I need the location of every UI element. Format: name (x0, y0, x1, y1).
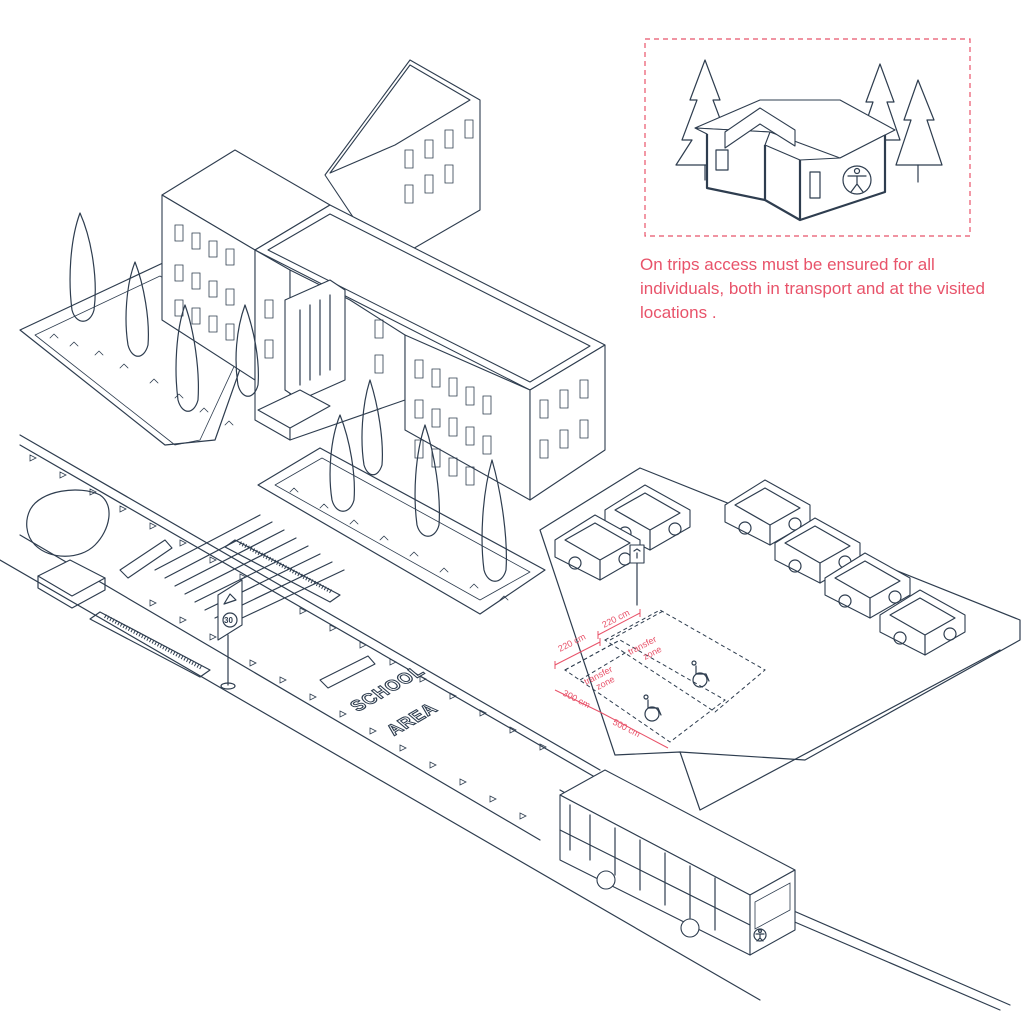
car-icon (879, 589, 966, 656)
accessibility-icon (842, 165, 872, 195)
building-windows (174, 119, 589, 486)
tree-icon (414, 424, 440, 537)
road: SCHOOL AREA (0, 434, 1011, 1011)
speed-limit-sign: 30 (217, 579, 243, 690)
tree-icon (329, 414, 355, 512)
accessible-parking: 220 cm 220 cm 300 cm 500 cm transfer zon… (554, 544, 766, 749)
speed-limit-value: 30 (224, 616, 233, 625)
accessible-lodge (694, 99, 896, 222)
tree-icon (481, 459, 507, 582)
trees (26, 212, 509, 609)
speed-bump (119, 539, 173, 579)
car-icon (724, 479, 811, 546)
car-icon (824, 552, 911, 619)
wheelchair-icon (643, 694, 662, 722)
tree-icon (69, 212, 96, 322)
tree-icon (361, 379, 383, 476)
parking-depth-side: 500 cm (611, 717, 642, 739)
accessibility-icon (753, 928, 767, 942)
parked-cars (554, 479, 966, 656)
parking-width-right: 220 cm (600, 607, 631, 629)
tree-icon (125, 261, 149, 357)
school-building (161, 59, 606, 501)
bus-icon (559, 769, 796, 956)
accessibility-caption: On trips access must be ensured for all … (640, 255, 985, 322)
road-marking-area: AREA (381, 699, 442, 738)
speed-bump (319, 655, 376, 689)
inset-frame (644, 38, 971, 237)
wheelchair-icon (691, 660, 710, 688)
tree-icon (26, 489, 110, 557)
tree-icon (235, 304, 259, 397)
tactile-paving (89, 539, 341, 678)
tree-icon (175, 304, 199, 412)
lodge-inset (644, 38, 971, 237)
parking-depth-front: 300 cm (561, 688, 592, 710)
